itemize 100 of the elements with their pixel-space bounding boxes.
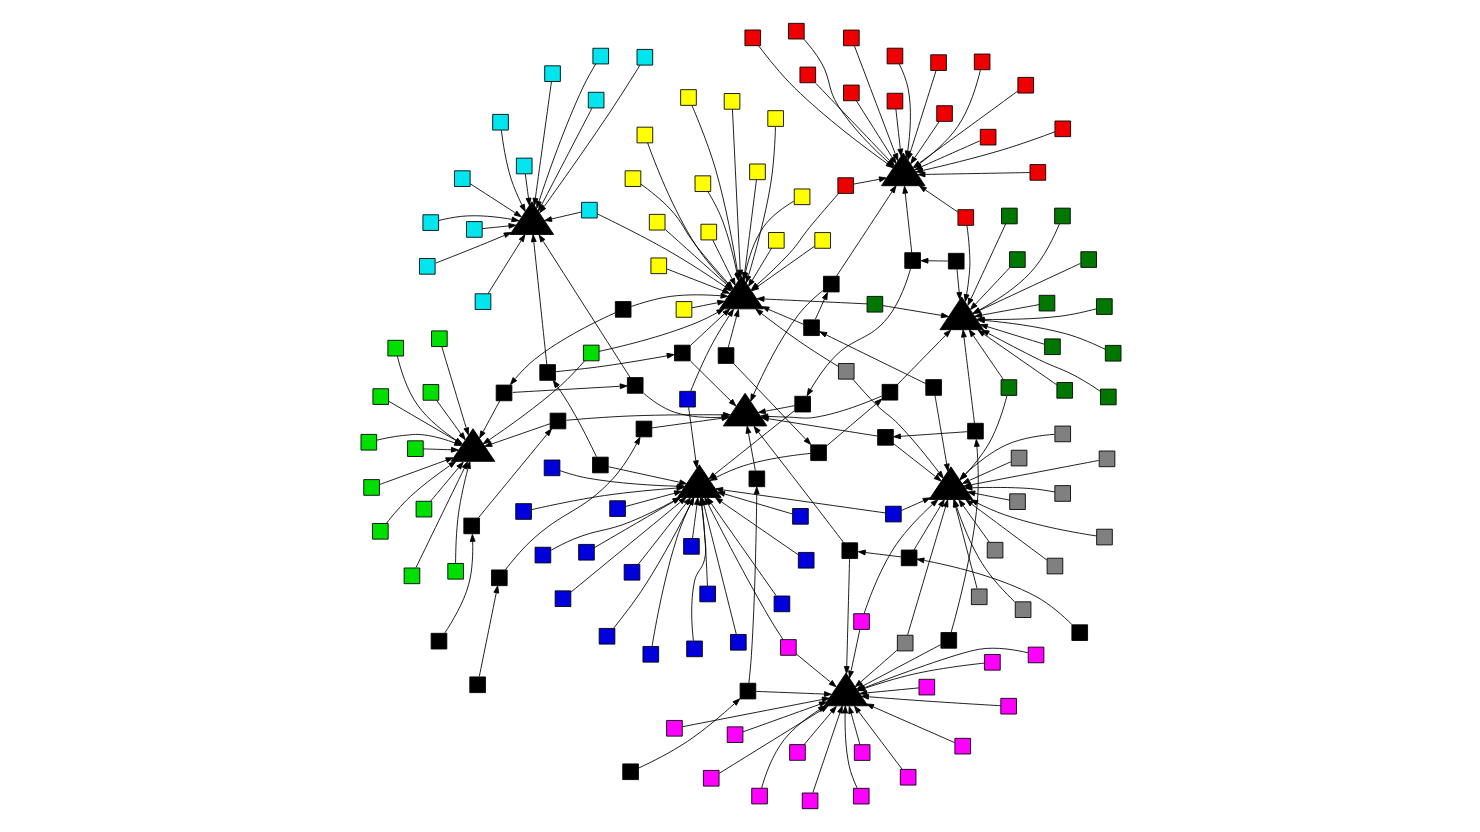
arrow — [483, 423, 550, 447]
node-box — [591, 47, 608, 65]
arrow — [437, 215, 519, 223]
arrow — [468, 183, 521, 218]
node-box — [885, 47, 903, 65]
node-box — [983, 654, 1000, 671]
node-box — [1070, 624, 1087, 641]
arrow — [794, 653, 836, 688]
arrow — [523, 173, 531, 206]
arrow — [481, 360, 584, 445]
node-box — [553, 590, 571, 607]
node-box — [430, 330, 447, 347]
arrow — [980, 329, 1100, 392]
node-box — [446, 563, 463, 580]
arrow — [500, 130, 525, 212]
arrow — [901, 185, 912, 254]
node-box — [1045, 557, 1063, 575]
node-box — [494, 384, 512, 402]
node-box — [597, 628, 615, 645]
arrow — [689, 308, 733, 392]
node-box — [978, 128, 996, 146]
node-box — [1099, 388, 1116, 406]
node-box — [1053, 120, 1071, 138]
arrow — [919, 257, 948, 264]
node-box — [929, 54, 946, 71]
arrow — [689, 360, 736, 407]
arrow — [732, 363, 811, 445]
node-box — [813, 232, 830, 249]
node-box — [865, 295, 883, 313]
node-box — [674, 301, 692, 318]
node-box — [542, 459, 560, 477]
arrow — [967, 329, 1003, 381]
arrow — [593, 497, 680, 548]
node-box — [924, 379, 941, 396]
node-box — [1008, 251, 1025, 268]
arrow — [978, 323, 1044, 345]
node-box — [577, 543, 594, 561]
node-box — [1097, 450, 1115, 468]
arrow — [847, 706, 860, 745]
node-box — [699, 223, 717, 241]
arrow — [966, 490, 1009, 501]
arrow — [747, 486, 759, 684]
arrow — [754, 308, 838, 367]
arrow — [760, 306, 803, 325]
node-box — [362, 479, 379, 496]
node-box — [738, 682, 756, 700]
arrow — [429, 461, 463, 502]
node-box — [793, 395, 810, 413]
node-box — [1095, 298, 1112, 315]
node-box — [678, 390, 695, 408]
node-box — [725, 726, 743, 743]
arrow — [443, 534, 475, 634]
node-box — [999, 379, 1017, 396]
arrow — [896, 329, 950, 385]
node-box — [1043, 338, 1060, 355]
arrow — [813, 292, 827, 320]
arrow — [434, 232, 511, 264]
arrow — [509, 312, 615, 385]
arrow — [841, 705, 857, 789]
node-box — [406, 440, 423, 457]
node-box — [359, 433, 377, 451]
arrow — [731, 108, 743, 278]
node-box — [462, 517, 479, 535]
arrow — [486, 234, 525, 294]
node-box — [1055, 382, 1072, 399]
arrow — [478, 400, 500, 439]
node-box — [693, 175, 711, 192]
node-box — [946, 252, 964, 270]
arrow — [569, 497, 686, 593]
node-box — [621, 763, 638, 781]
arrow — [752, 426, 844, 543]
node-box — [1016, 76, 1033, 94]
node-box — [1028, 164, 1046, 181]
node-box — [800, 792, 818, 810]
node-box — [625, 377, 643, 394]
arrow — [554, 352, 674, 373]
arrow — [881, 305, 948, 319]
node-box — [842, 29, 859, 47]
arrow — [714, 497, 798, 555]
node-box — [641, 646, 659, 663]
node-box — [956, 209, 974, 226]
arrow — [504, 436, 640, 571]
arrow — [624, 490, 681, 507]
node-box — [634, 420, 652, 438]
arrow — [726, 309, 739, 348]
arrow — [747, 247, 771, 287]
arrow — [960, 329, 974, 424]
node-box — [421, 214, 439, 231]
node-box — [613, 301, 631, 318]
node-box — [750, 787, 767, 805]
node-box — [371, 523, 388, 540]
arrow — [531, 81, 551, 206]
node-box — [386, 339, 403, 357]
arrow — [744, 126, 775, 284]
node-box — [969, 588, 987, 606]
node-box — [1037, 294, 1055, 312]
arrow — [933, 395, 949, 472]
node-box — [972, 53, 990, 71]
node-box — [876, 429, 893, 446]
arrow — [969, 499, 1096, 537]
